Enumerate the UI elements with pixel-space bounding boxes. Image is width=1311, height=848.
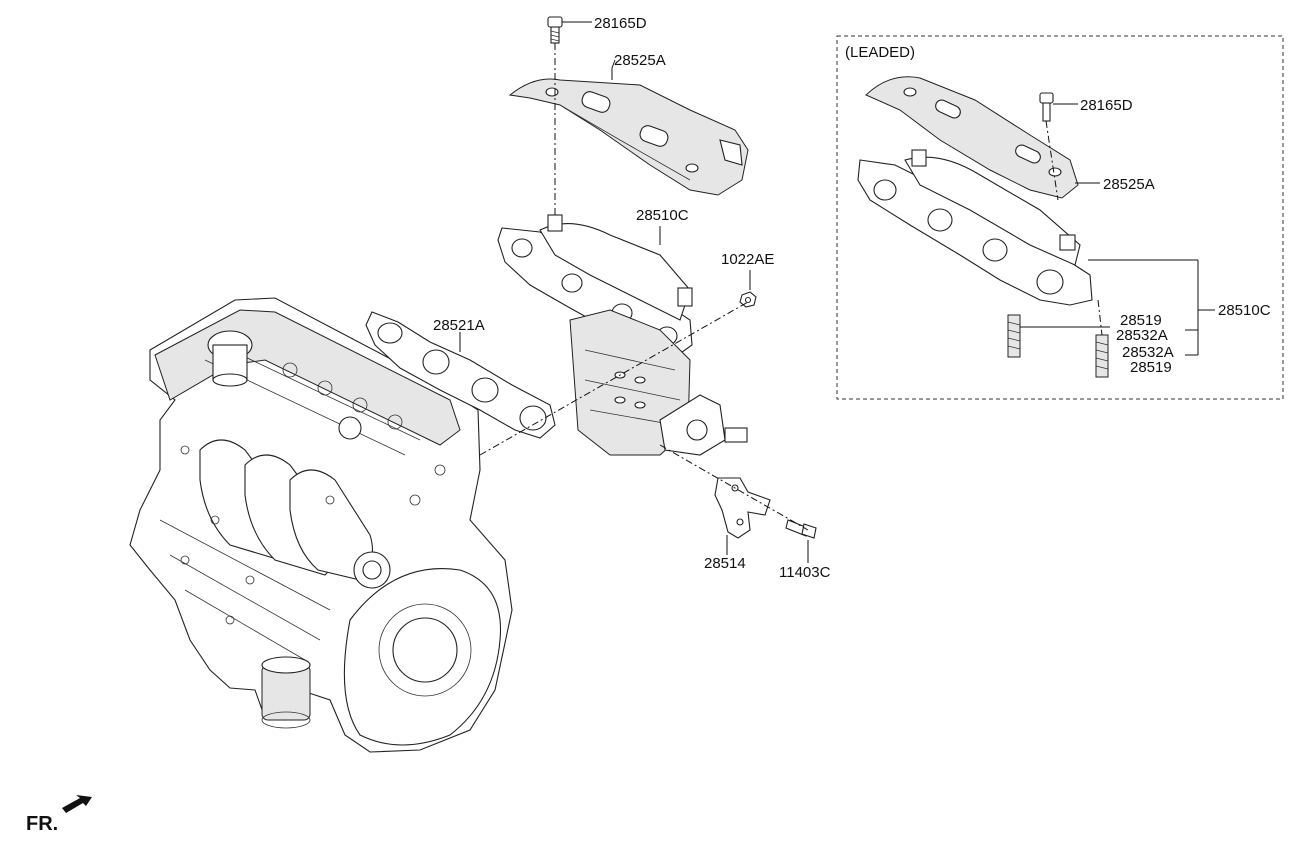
callout-28165D: 28165D	[594, 15, 647, 32]
callout-28514: 28514	[704, 555, 746, 572]
front-direction-arrow-icon	[62, 795, 92, 813]
callout-1022AE: 1022AE	[721, 251, 774, 268]
leaded-callout-28165D: 28165D	[1080, 97, 1133, 114]
leaded-title: (LEADED)	[845, 44, 915, 61]
leaded-callout-28532A-lower: 28532A	[1122, 344, 1174, 361]
bracket-bolt	[785, 519, 817, 539]
heat-protector	[508, 78, 749, 196]
leaded-inset	[836, 35, 1284, 400]
leaded-callout-28532A-upper: 28532A	[1116, 327, 1168, 344]
front-indicator-label: FR.	[26, 813, 58, 835]
leaded-callout-28519-lower: 28519	[1130, 359, 1172, 376]
leader-lines	[459, 21, 809, 563]
heat-protector-bolt	[547, 16, 563, 44]
leaded-inset-border	[836, 35, 1284, 400]
callout-11403C: 11403C	[779, 564, 831, 581]
exhaust-manifold-gasket	[365, 311, 556, 439]
flange-nut	[739, 291, 757, 308]
leaded-callout-28510C: 28510C	[1218, 302, 1271, 319]
engine-block-illustration	[129, 297, 513, 753]
leaded-callout-28519-upper: 28519	[1120, 312, 1162, 329]
leaded-callout-28525A: 28525A	[1103, 176, 1155, 193]
manifold-bracket	[714, 477, 771, 539]
exhaust-manifold	[497, 214, 748, 456]
callout-28525A: 28525A	[614, 52, 666, 69]
callout-28521A: 28521A	[433, 317, 485, 334]
callout-28510C: 28510C	[636, 207, 689, 224]
